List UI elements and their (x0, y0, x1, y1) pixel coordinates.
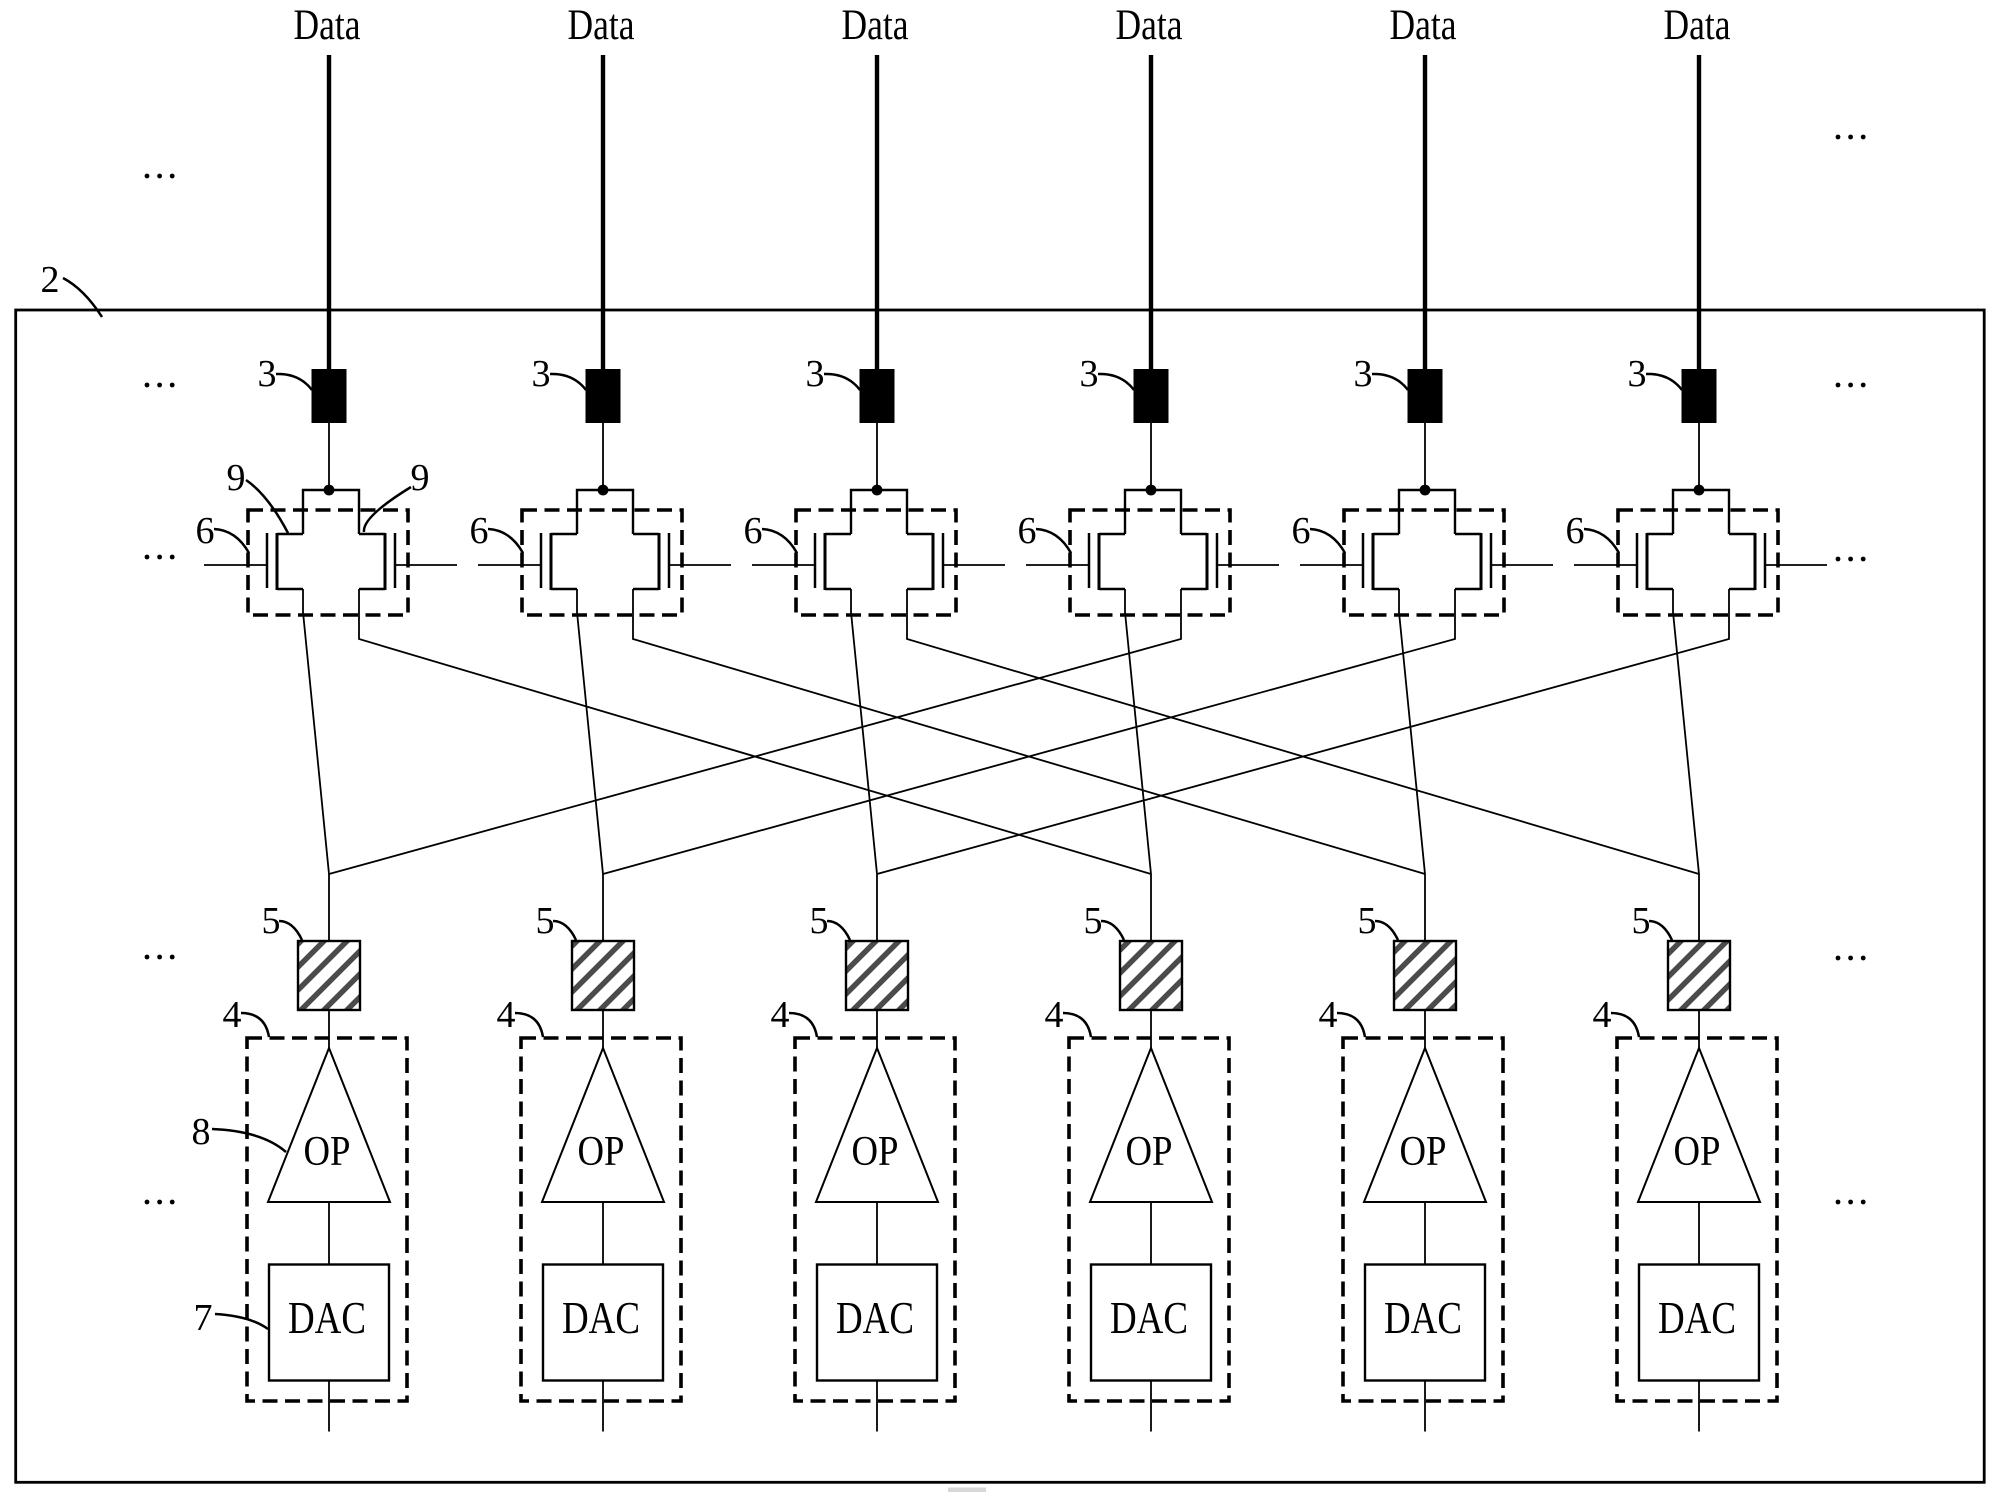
svg-text:Data: Data (1390, 2, 1457, 49)
svg-text:7: 7 (194, 1297, 213, 1339)
svg-text:OP: OP (578, 1129, 625, 1175)
svg-text:4: 4 (1319, 994, 1338, 1036)
svg-text:6: 6 (1018, 510, 1037, 552)
svg-text:OP: OP (1400, 1129, 1447, 1175)
svg-text:3: 3 (1628, 353, 1647, 395)
svg-text:DAC: DAC (1384, 1293, 1462, 1343)
svg-text:4: 4 (497, 994, 516, 1036)
svg-text:DAC: DAC (288, 1293, 366, 1343)
svg-text:9: 9 (227, 457, 246, 499)
svg-text:DAC: DAC (1658, 1293, 1736, 1343)
svg-text:3: 3 (1080, 353, 1099, 395)
svg-text:Data: Data (568, 2, 635, 49)
svg-text:5: 5 (262, 900, 281, 942)
svg-text:OP: OP (304, 1129, 351, 1175)
svg-text:4: 4 (771, 994, 790, 1036)
svg-text:6: 6 (1292, 510, 1311, 552)
svg-text:OP: OP (1674, 1129, 1721, 1175)
svg-text:DAC: DAC (562, 1293, 640, 1343)
svg-text:4: 4 (223, 994, 242, 1036)
svg-text:Data: Data (1116, 2, 1183, 49)
svg-text:5: 5 (1084, 900, 1103, 942)
svg-text:3: 3 (532, 353, 551, 395)
svg-text:5: 5 (810, 900, 829, 942)
svg-text:OP: OP (852, 1129, 899, 1175)
svg-text:5: 5 (1632, 900, 1651, 942)
svg-text:5: 5 (536, 900, 555, 942)
svg-text:4: 4 (1045, 994, 1064, 1036)
svg-text:3: 3 (806, 353, 825, 395)
svg-text:6: 6 (1566, 510, 1585, 552)
svg-text:9: 9 (411, 457, 430, 499)
svg-text:4: 4 (1593, 994, 1612, 1036)
svg-text:2: 2 (41, 259, 60, 301)
svg-text:3: 3 (1354, 353, 1373, 395)
svg-text:OP: OP (1126, 1129, 1173, 1175)
svg-text:8: 8 (192, 1111, 211, 1153)
svg-text:Data: Data (842, 2, 909, 49)
svg-text:DAC: DAC (1110, 1293, 1188, 1343)
svg-text:DAC: DAC (836, 1293, 914, 1343)
svg-text:Data: Data (294, 2, 361, 49)
svg-text:5: 5 (1358, 900, 1377, 942)
svg-text:Data: Data (1664, 2, 1731, 49)
svg-text:6: 6 (744, 510, 763, 552)
svg-text:3: 3 (258, 353, 277, 395)
svg-text:6: 6 (196, 510, 215, 552)
svg-text:6: 6 (470, 510, 489, 552)
